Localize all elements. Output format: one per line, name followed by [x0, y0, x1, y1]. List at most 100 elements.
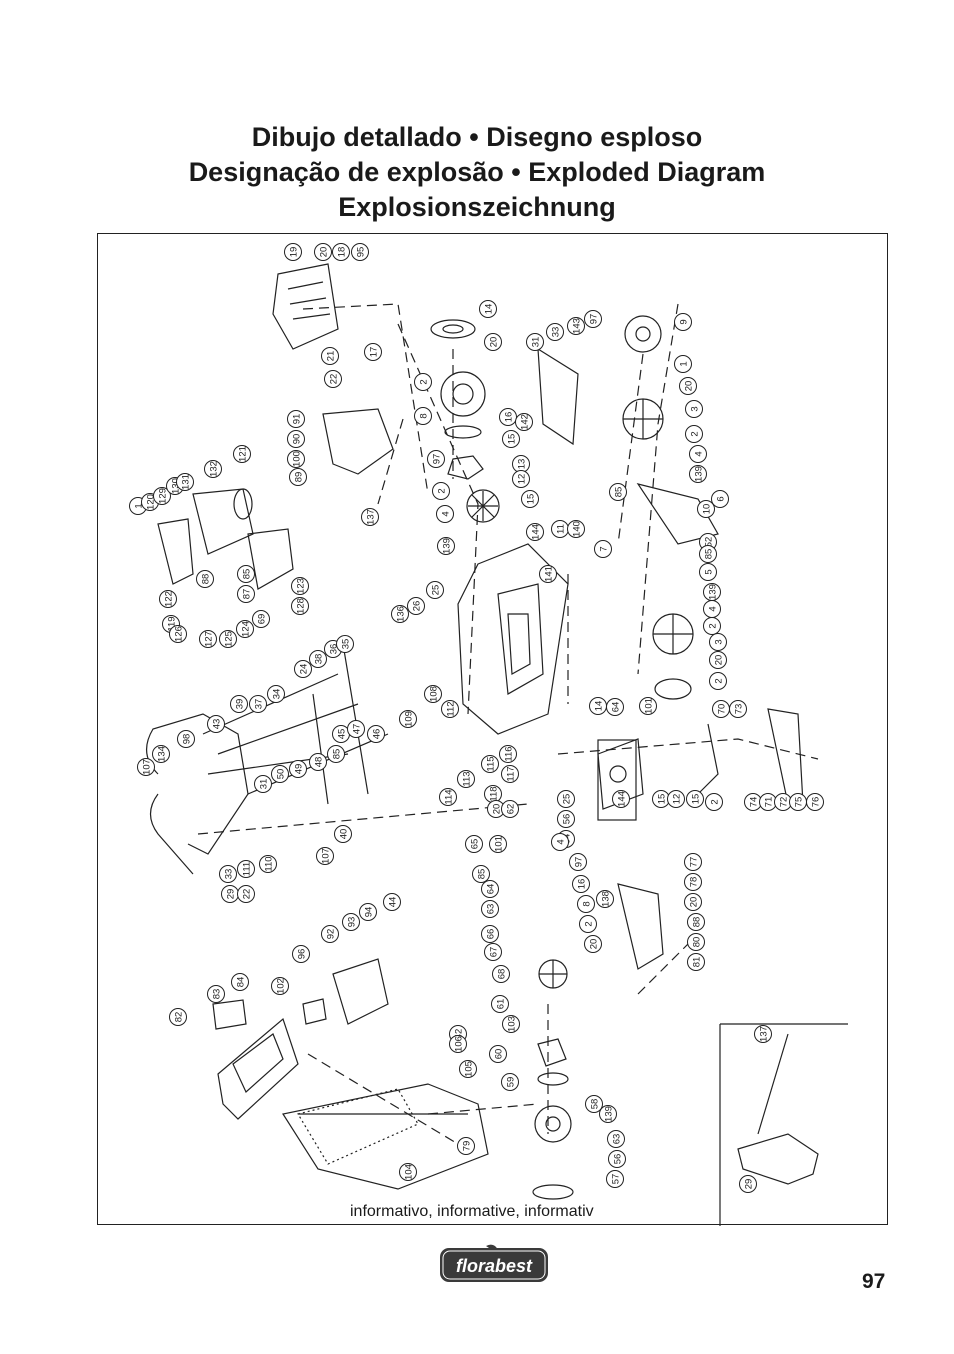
part-callout: 15: [521, 490, 539, 508]
callout-circle: [432, 482, 450, 500]
exploded-diagram: [146, 263, 848, 1226]
callout-circle: [383, 893, 401, 911]
callout-circle: [159, 590, 177, 608]
callout-circle: [612, 790, 630, 808]
callout-circle: [489, 1045, 507, 1063]
part-callout: 103: [502, 1015, 520, 1033]
callout-circle: [674, 313, 692, 331]
part-callout: 113: [457, 770, 475, 788]
callout-number: 60: [493, 1049, 504, 1060]
callout-number: 137: [758, 1026, 769, 1042]
callout-circle: [252, 610, 270, 628]
callout-number: 88: [200, 574, 211, 585]
callout-circle: [687, 933, 705, 951]
callout-number: 31: [530, 337, 541, 348]
callout-number: 38: [313, 654, 324, 665]
callout-circle: [492, 965, 510, 983]
callout-number: 92: [325, 929, 336, 940]
callout-number: 138: [600, 891, 611, 907]
callout-circle: [709, 672, 727, 690]
callout-number: 136: [395, 606, 406, 622]
callout-number: 73: [733, 704, 744, 715]
callout-number: 139: [707, 584, 718, 600]
callout-number: 17: [368, 347, 379, 358]
callout-number: 29: [743, 1179, 754, 1190]
callout-number: 112: [445, 701, 456, 716]
callout-number: 12: [516, 474, 527, 485]
callout-number: 19: [288, 247, 299, 258]
callout-circle: [686, 790, 704, 808]
part-callout: 127: [199, 630, 217, 648]
callout-number: 2: [707, 623, 718, 628]
callout-circle: [359, 903, 377, 921]
callout-number: 25: [430, 585, 441, 596]
part-callout: 20: [684, 893, 702, 911]
callout-number: 26: [411, 601, 422, 612]
part-callout: 94: [359, 903, 377, 921]
callout-number: 63: [611, 1134, 622, 1145]
callout-circle: [457, 1137, 475, 1155]
callout-number: 87: [241, 589, 252, 600]
callout-number: 143: [571, 318, 582, 334]
part-callout: 20: [314, 243, 332, 261]
part-callout: 2: [709, 672, 727, 690]
callout-number: 123: [295, 578, 306, 594]
part-callout: 22: [237, 885, 255, 903]
callout-circle: [674, 355, 692, 373]
callout-number: 120: [145, 494, 156, 510]
callout-number: 122: [163, 591, 174, 607]
callout-number: 33: [223, 869, 234, 880]
callout-number: 56: [561, 814, 572, 825]
callout-circle: [501, 1073, 519, 1091]
part-callout: 15: [686, 790, 704, 808]
callout-number: 132: [208, 461, 219, 477]
callout-number: 96: [296, 949, 307, 960]
part-callout: 143: [567, 317, 585, 335]
part-callout: 64: [481, 880, 499, 898]
callout-number: 94: [363, 907, 374, 918]
callout-number: 85: [331, 749, 342, 760]
callout-circle: [271, 765, 289, 783]
part-callout: 31: [526, 333, 544, 351]
callout-number: 144: [616, 791, 627, 807]
callout-circle: [414, 407, 432, 425]
part-callout: 35: [336, 635, 354, 653]
callout-circle: [705, 793, 723, 811]
callout-number: 95: [355, 247, 366, 258]
part-callout: 101: [489, 835, 507, 853]
callout-number: 25: [561, 794, 572, 805]
callout-number: 119: [166, 616, 177, 631]
callout-number: 139: [693, 466, 704, 482]
part-callout: 72: [774, 793, 792, 811]
callout-circle: [684, 893, 702, 911]
part-callout: 69: [252, 610, 270, 628]
callout-circle: [754, 1025, 772, 1043]
callout-number: 10: [701, 504, 712, 515]
callout-number: 97: [431, 454, 442, 465]
part-callout: 83: [207, 985, 225, 1003]
part-callout: 136: [391, 605, 409, 623]
callout-number: 105: [463, 1061, 474, 1077]
callout-number: 44: [387, 897, 398, 908]
part-callout: 64: [606, 698, 624, 716]
part-callout: 68: [492, 965, 510, 983]
callout-number: 97: [588, 314, 599, 325]
part-callout: 134: [152, 745, 170, 763]
part-callout: 16: [572, 875, 590, 893]
callout-number: 2: [709, 799, 720, 804]
callout-circle: [607, 1130, 625, 1148]
part-callout: 85: [327, 745, 345, 763]
callout-circle: [437, 537, 455, 555]
callout-number: 3: [689, 406, 700, 411]
callout-circle: [557, 810, 575, 828]
part-callout: 34: [267, 685, 285, 703]
callout-number: 58: [589, 1099, 600, 1110]
part-callout: 97: [427, 450, 445, 468]
part-callout: 4: [703, 600, 721, 618]
part-callout: 14: [479, 300, 497, 318]
part-callout: 10: [697, 500, 715, 518]
part-callout: 33: [219, 865, 237, 883]
callout-circle: [546, 323, 564, 341]
callout-number: 14: [593, 701, 604, 712]
callout-circle: [687, 953, 705, 971]
